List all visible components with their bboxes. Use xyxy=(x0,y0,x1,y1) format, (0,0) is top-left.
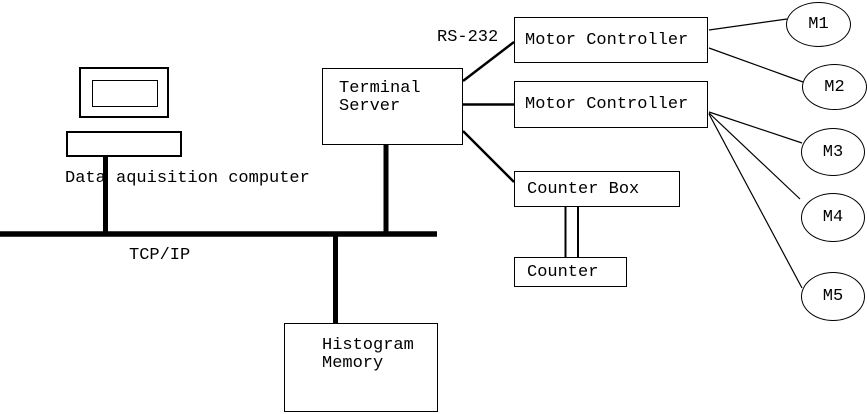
motor-controller-1-node: Motor Controller xyxy=(514,17,708,63)
motor-m1-label: M1 xyxy=(808,15,829,34)
motor-controller-1-label: Motor Controller xyxy=(525,30,689,50)
motor-m4-label: M4 xyxy=(822,208,844,227)
terminal-server-label: Terminal Server xyxy=(339,79,421,116)
motor-m2-node: M2 xyxy=(802,64,867,110)
mc2-m3-link-line xyxy=(708,111,803,144)
computer-caption: Data aquisition computer xyxy=(65,169,310,188)
histogram-memory-label: Histogram Memory xyxy=(322,336,414,373)
computer-keyboard-icon xyxy=(66,131,182,157)
motor-m3-node: M3 xyxy=(801,128,865,176)
rs-232-label: RS-232 xyxy=(437,28,499,47)
mc1-m2-link-line xyxy=(708,47,804,83)
terminal-server-node: Terminal Server xyxy=(322,68,463,145)
motor-m2-label: M2 xyxy=(824,77,845,97)
terminal-server-counterbox-link-line xyxy=(462,130,515,183)
motor-m1-node: M1 xyxy=(786,2,851,47)
histogram-memory-node: Histogram Memory xyxy=(284,323,438,412)
motor-controller-2-node: Motor Controller xyxy=(514,81,708,128)
counter-node: Counter xyxy=(514,257,627,287)
counter-box-label: Counter Box xyxy=(527,179,640,199)
terminal-server-mc1-link-line xyxy=(462,41,515,82)
counter-label: Counter xyxy=(527,262,599,282)
tcp-ip-label: TCP/IP xyxy=(129,246,191,265)
mc1-m1-link-line xyxy=(708,18,788,31)
computer-screen-icon xyxy=(92,80,158,107)
motor-m5-node: M5 xyxy=(801,272,865,321)
motor-controller-2-label: Motor Controller xyxy=(525,95,689,114)
motor-m5-label: M5 xyxy=(822,287,844,306)
motor-m4-node: M4 xyxy=(801,193,865,242)
mc2-m4-link-line xyxy=(708,112,801,200)
motor-m3-label: M3 xyxy=(822,142,844,162)
mc2-m5-link-line xyxy=(708,113,803,289)
counter-box-node: Counter Box xyxy=(514,171,680,207)
